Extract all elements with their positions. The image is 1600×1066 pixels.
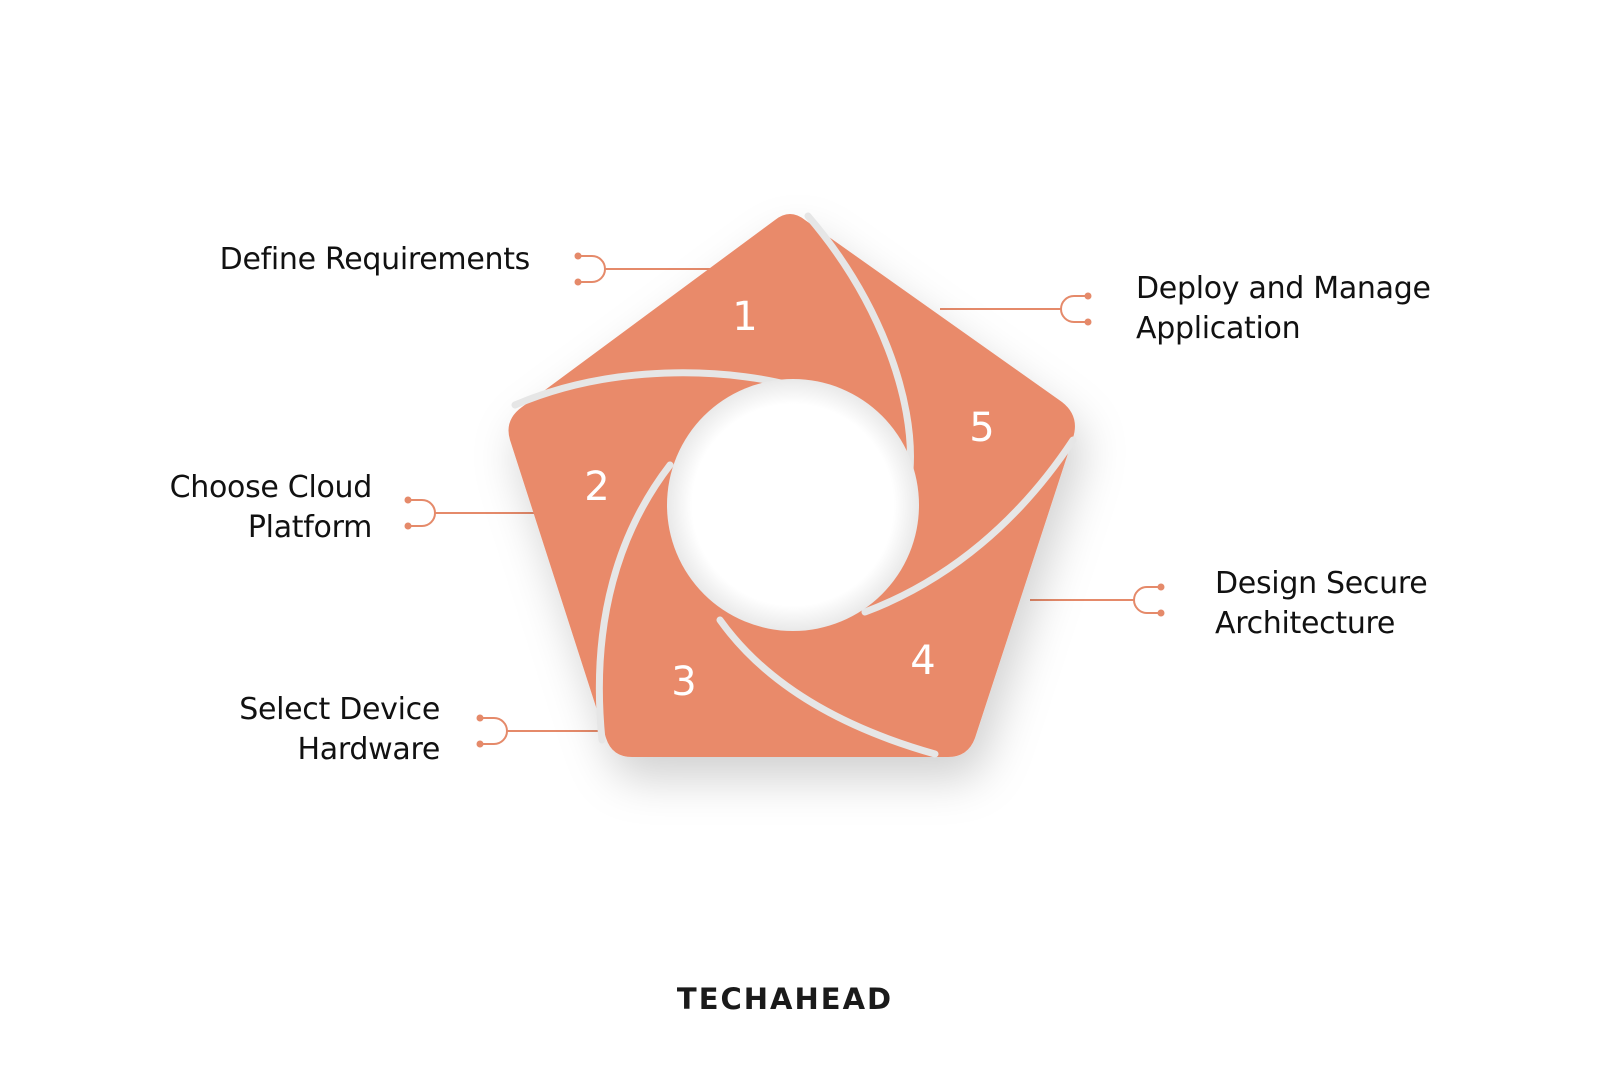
step-label-1-line1: Define Requirements: [219, 242, 531, 277]
step-label-1: Define Requirements: [160, 240, 531, 280]
step-label-4-line1: Design Secure: [1215, 566, 1428, 601]
connector-2: [404, 496, 540, 530]
step-label-5: Deploy and Manage Application: [1136, 269, 1536, 349]
step-number-4: 4: [910, 638, 935, 684]
connector-5: [940, 292, 1092, 326]
step-number-5: 5: [969, 405, 994, 451]
step-number-2: 2: [584, 464, 609, 510]
center-hole: [667, 379, 919, 631]
step-label-2-line1: Choose Cloud: [169, 470, 373, 505]
swirl-separators: [511, 212, 1077, 758]
connector-4: [1030, 583, 1165, 617]
techahead-logo: TECHAHEAD: [676, 982, 894, 1016]
step-label-2-line2: Platform: [247, 510, 372, 545]
connector-1: [574, 252, 712, 286]
step-number-3: 3: [671, 659, 696, 705]
step-number-1: 1: [732, 294, 757, 340]
step-label-5-line1: Deploy and Manage: [1136, 271, 1431, 306]
step-label-3-line1: Select Device: [239, 692, 440, 727]
step-label-3: Select Device Hardware: [140, 690, 440, 770]
step-label-2: Choose Cloud Platform: [100, 468, 373, 548]
step-label-5-line2: Application: [1136, 311, 1301, 346]
step-label-4: Design Secure Architecture: [1215, 564, 1555, 644]
step-label-3-line2: Hardware: [297, 732, 441, 767]
step-label-4-line2: Architecture: [1215, 606, 1396, 641]
